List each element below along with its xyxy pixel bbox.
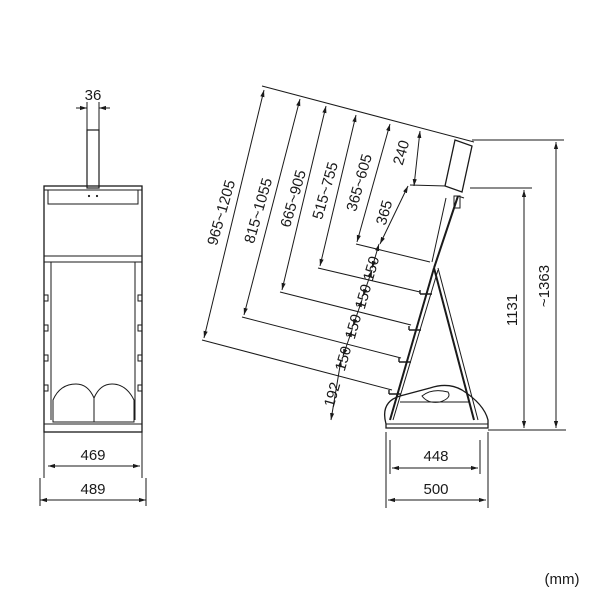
dimension-label-step-1: 150 — [360, 254, 383, 283]
dimension-heights: 1131 ~1363 — [470, 139, 566, 431]
dimension-base-widths: 448 500 — [385, 432, 489, 508]
side-shelves — [388, 290, 432, 395]
dimension-label-step-2: 150 — [352, 282, 375, 311]
dimension-label-slot-6: 365 — [373, 198, 396, 227]
dimension-label-base-height: 192 — [321, 380, 344, 409]
dimension-label-slot-5: 365~605 — [343, 152, 376, 213]
dimension-pole-width: 36 — [76, 87, 110, 130]
dimension-label-base-outer: 500 — [423, 481, 448, 498]
dimension-label-outer-width: 489 — [80, 481, 105, 498]
dimension-outer-width: 489 — [39, 478, 147, 506]
dimension-label-step-4: 150 — [332, 344, 355, 373]
dimension-label-frame-height: 1131 — [504, 294, 521, 326]
dimension-label-base-inner: 448 — [423, 448, 448, 465]
dimension-label-step-3: 150 — [342, 312, 365, 341]
side-top-panel — [409, 139, 473, 209]
pole — [86, 129, 100, 189]
side-height-references — [201, 85, 475, 391]
side-rail — [431, 195, 459, 269]
unit-label: (mm) — [545, 571, 580, 588]
dimension-label-top-gap: 240 — [390, 138, 413, 167]
dimension-label-slot-3: 665~905 — [277, 168, 310, 229]
dimension-slot-heights: 965~1205 815~1055 665~905 515~755 365~60… — [203, 89, 422, 339]
dimension-label-slot-4: 515~755 — [309, 160, 342, 221]
side-base — [383, 384, 489, 429]
dimension-label-pole-width: 36 — [85, 87, 102, 104]
front-view: 36 469 489 — [39, 87, 147, 506]
dimension-steps: 150 150 150 150 192 — [321, 243, 383, 421]
side-view: 965~1205 815~1055 665~905 515~755 365~60… — [201, 85, 566, 508]
dimension-label-inner-width: 469 — [80, 447, 105, 464]
side-legs — [389, 267, 479, 421]
front-frame — [43, 185, 143, 433]
dimension-inner-width: 469 — [43, 432, 143, 478]
dimension-label-total-height: ~1363 — [536, 265, 553, 307]
front-base-weights — [44, 383, 142, 425]
